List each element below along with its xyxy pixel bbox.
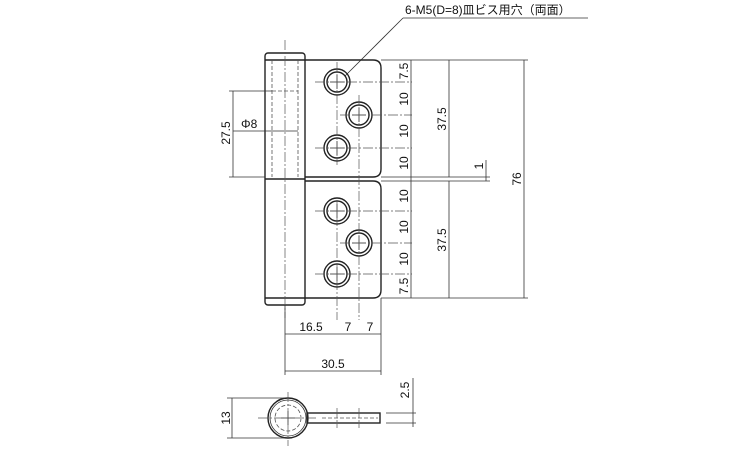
dimension-label: 10 <box>397 92 411 106</box>
dimension-label: 16.5 <box>299 320 323 334</box>
dimension-label: 10 <box>397 220 411 234</box>
dimension-label: 30.5 <box>321 357 345 371</box>
dimension-label: 10 <box>397 124 411 138</box>
dimension-label: 37.5 <box>435 228 449 252</box>
horizontal-dimensions: 16.5 7 7 30.5 <box>284 298 382 375</box>
dimension-label: 10 <box>397 156 411 170</box>
screw-holes <box>315 62 412 320</box>
dimension-label: 2.5 <box>398 381 412 398</box>
dimension-label: 10 <box>397 189 411 203</box>
dimension-label: 7.5 <box>397 277 411 294</box>
dimension-label: 7.5 <box>397 62 411 79</box>
dimension-label: 1 <box>472 162 486 169</box>
dimension-label: 13 <box>219 411 233 425</box>
dimension-label: 10 <box>397 252 411 266</box>
callout-text: 6-M5(D=8)皿ビス用穴（両面） <box>405 2 571 17</box>
dimension-label: Φ8 <box>241 117 258 131</box>
dimension-label: 27.5 <box>219 121 233 145</box>
hinge-plan-view: 13 2.5 <box>219 378 416 446</box>
pin-dimensions: 27.5 Φ8 <box>219 90 298 178</box>
dimension-label: 7 <box>367 320 374 334</box>
hinge-leaves <box>305 59 382 299</box>
dimension-label: 37.5 <box>435 107 449 131</box>
hole-callout: 6-M5(D=8)皿ビス用穴（両面） <box>344 2 588 77</box>
hinge-knuckle <box>264 40 306 318</box>
dimension-label: 7 <box>345 320 352 334</box>
dimension-label: 76 <box>510 172 524 186</box>
vertical-dimensions: 7.5 10 10 10 10 10 10 7.5 37.5 37.5 76 1 <box>381 59 528 299</box>
